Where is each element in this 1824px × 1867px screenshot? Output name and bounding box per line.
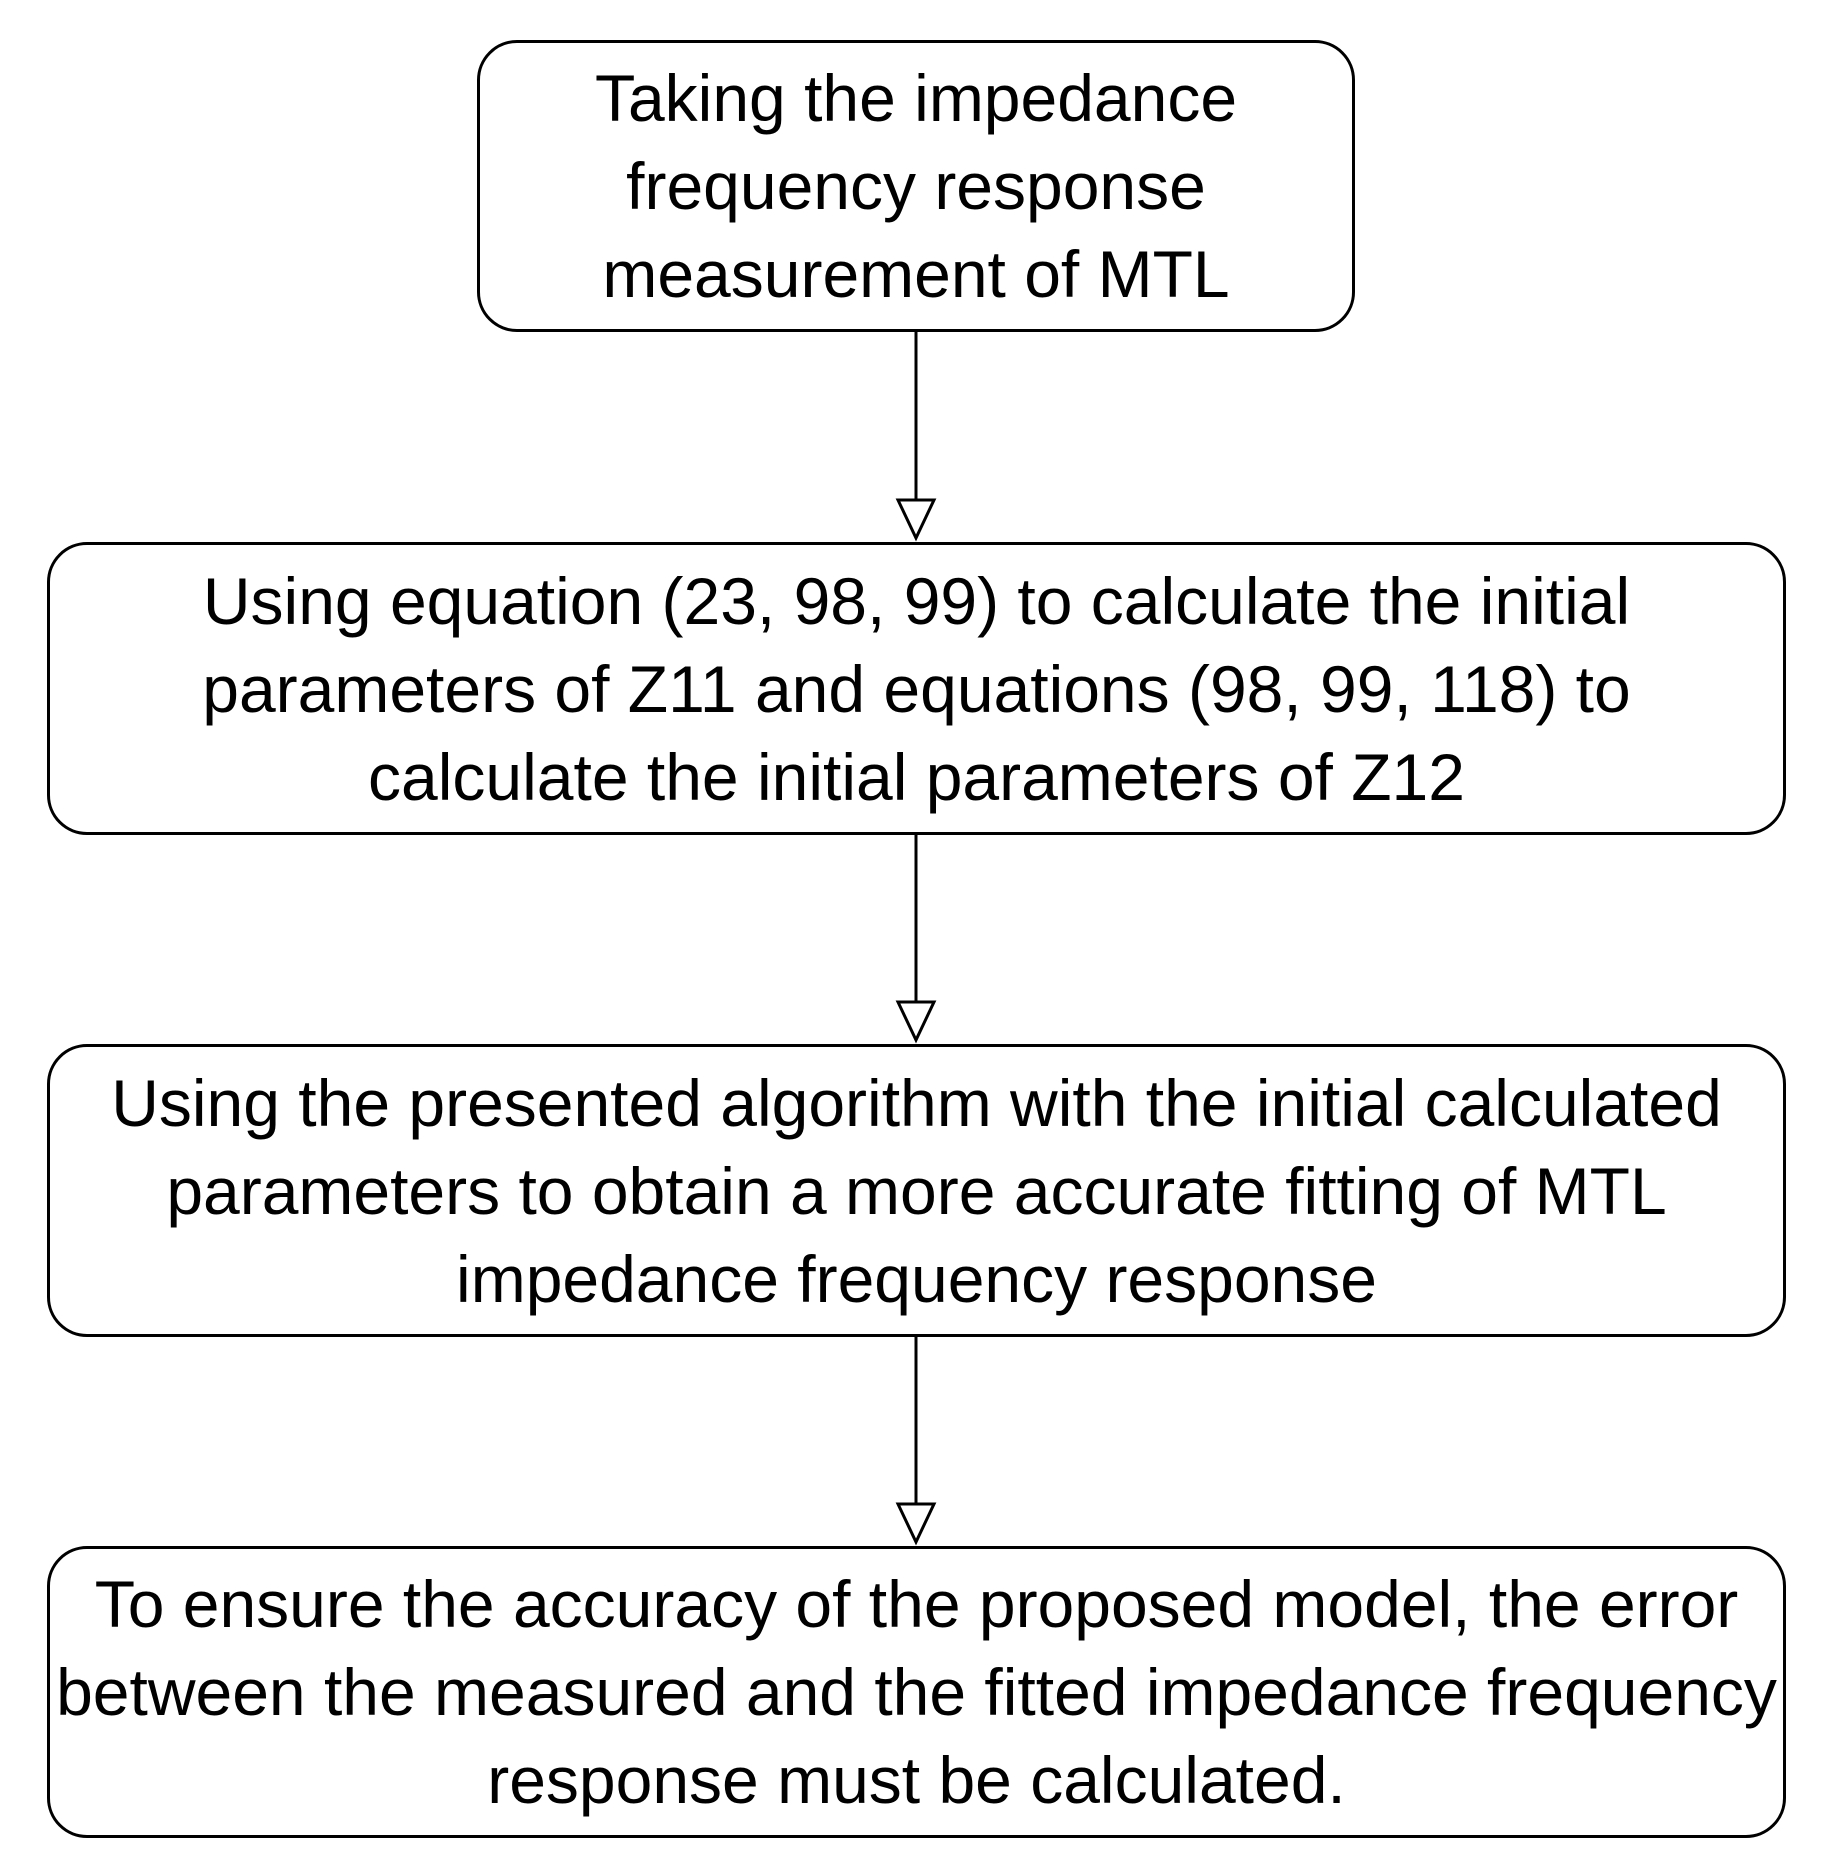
arrow-1-to-2: [895, 332, 937, 542]
step-1-box: Taking the impedance frequency response …: [477, 40, 1355, 332]
arrow-head: [895, 1502, 937, 1546]
arrow-2-to-3: [895, 835, 937, 1044]
step-4-box: To ensure the accuracy of the proposed m…: [47, 1546, 1786, 1838]
step-3-box: Using the presented algorithm with the i…: [47, 1044, 1786, 1337]
arrow-3-to-4: [895, 1337, 937, 1546]
step-2-box: Using equation (23, 98, 99) to calculate…: [47, 542, 1786, 835]
arrow-head: [895, 498, 937, 542]
step-1-text: Taking the impedance frequency response …: [594, 61, 1238, 311]
step-3-text: Using the presented algorithm with the i…: [111, 1065, 1722, 1316]
arrow-head: [895, 1000, 937, 1044]
step-2-text: Using equation (23, 98, 99) to calculate…: [202, 563, 1631, 814]
step-4-text: To ensure the accuracy of the proposed m…: [56, 1567, 1777, 1817]
